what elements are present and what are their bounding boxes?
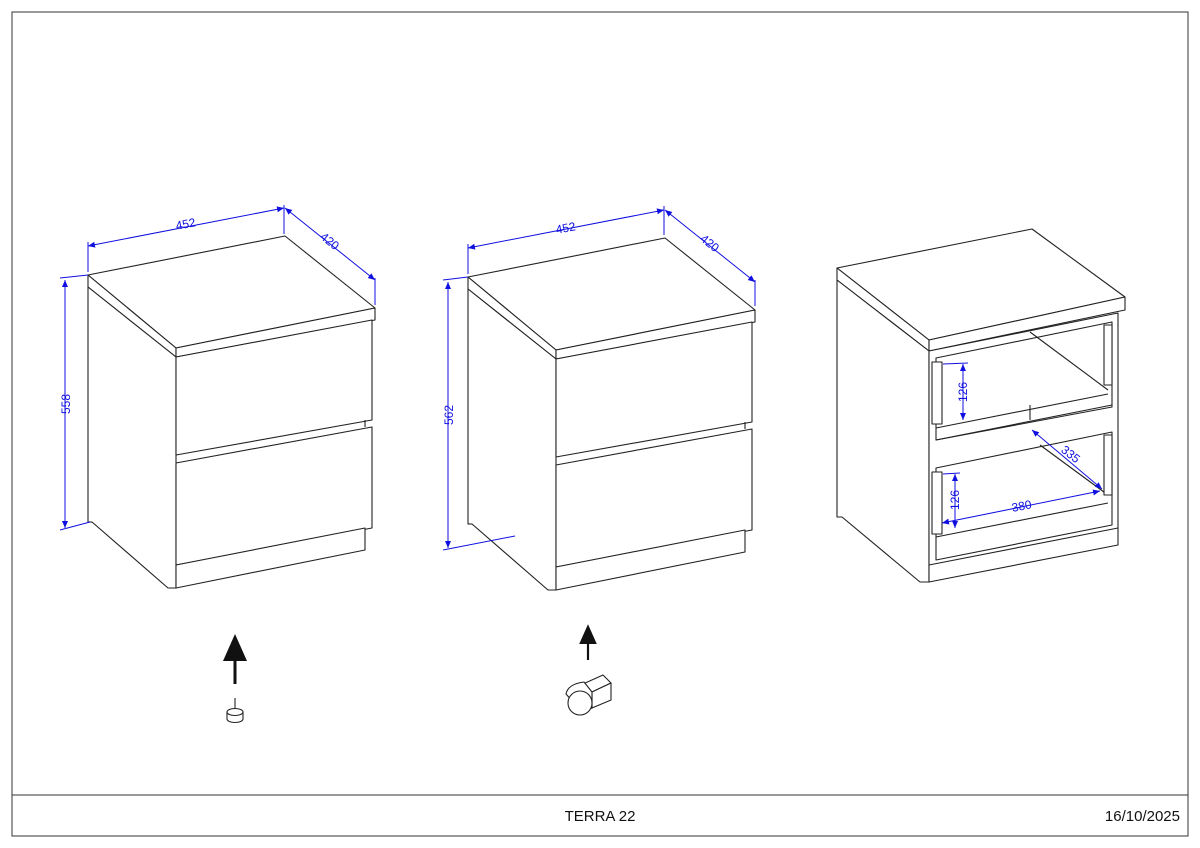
dimension-height: 558: [59, 274, 91, 531]
drawing-date: 16/10/2025: [1105, 808, 1180, 825]
height-label: 558: [59, 394, 73, 414]
page-frame: [11, 11, 1189, 837]
cabinet-3-interior-drawing: 126 126 380 335: [836, 228, 1126, 583]
dimension-width: 452: [467, 206, 665, 274]
dimension-drawer-width: 380: [941, 489, 1101, 525]
drawing-title: TERRA 22: [565, 808, 636, 825]
cabinet-2-drawing: 452 420 562: [442, 206, 756, 716]
width-label: 452: [174, 215, 197, 233]
width-label: 452: [554, 219, 577, 237]
height-label: 562: [442, 405, 456, 425]
cabinet-1-drawing: 452 420 558: [59, 205, 376, 724]
castor-wheel-icon: [565, 624, 612, 716]
drawer-height-top-label: 126: [956, 382, 970, 402]
depth-label: 420: [698, 231, 723, 255]
dimension-drawer-height-top: 126: [942, 362, 970, 420]
drawer-height-bottom-label: 126: [948, 490, 962, 510]
dimension-height: 562: [442, 276, 516, 551]
felt-glide-icon: [223, 634, 247, 724]
dimension-width: 452: [87, 205, 285, 272]
depth-label: 420: [318, 229, 343, 253]
drawer-width-label: 380: [1010, 497, 1033, 515]
